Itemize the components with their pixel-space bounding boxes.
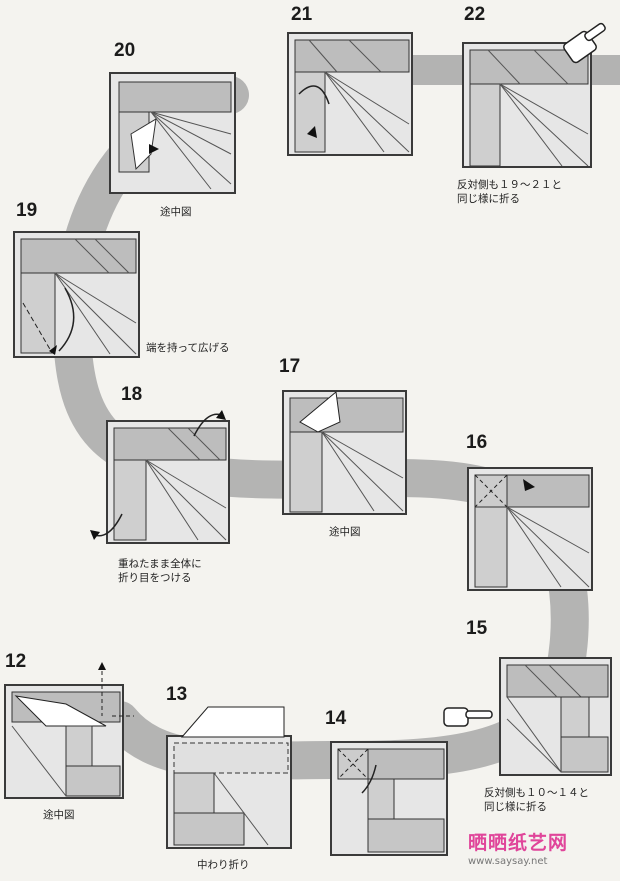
watermark-url: www.saysay.net [468, 856, 547, 867]
step-caption: 端を持って広げる [146, 341, 229, 355]
step-number: 18 [121, 384, 142, 406]
step-caption: 反対側も１０～１４と 同じ様に折る [484, 786, 589, 814]
step-number: 14 [325, 708, 346, 730]
fold-arrow-icon [92, 660, 136, 720]
step-caption: 途中図 [160, 205, 192, 219]
diagram-panel [330, 741, 448, 856]
diagram-panel [467, 467, 593, 591]
watermark-title: 晒晒纸艺网 [468, 828, 568, 855]
diagram-panel [109, 72, 236, 194]
step-number: 16 [466, 432, 487, 454]
step-number: 19 [16, 200, 37, 222]
diagram-panel [13, 231, 140, 358]
step-caption: 途中図 [43, 808, 75, 822]
step-number: 17 [279, 356, 300, 378]
step-caption: 中わり折り [197, 858, 250, 872]
step-number: 21 [291, 4, 312, 26]
step-number: 20 [114, 40, 135, 62]
fold-arrow-icon [188, 402, 228, 442]
pointing-hand-icon [442, 704, 494, 730]
diagram-panel [282, 390, 407, 515]
step-number: 13 [166, 684, 187, 706]
step-caption: 途中図 [329, 525, 361, 539]
step-number: 12 [5, 651, 26, 673]
fold-outline [180, 705, 290, 739]
watermark: 晒晒纸艺网 www.saysay.net [468, 828, 618, 878]
pointing-hand-icon [562, 22, 612, 68]
diagram-panel [287, 32, 413, 156]
diagram-panel [499, 657, 612, 776]
diagram-panel [166, 735, 292, 849]
step-caption: 重ねたまま全体に 折り目をつける [118, 557, 202, 585]
step-number: 22 [464, 4, 485, 26]
step-caption: 反対側も１９～２１と 同じ様に折る [457, 178, 562, 206]
fold-arrow-icon [88, 508, 128, 548]
step-number: 15 [466, 618, 487, 640]
